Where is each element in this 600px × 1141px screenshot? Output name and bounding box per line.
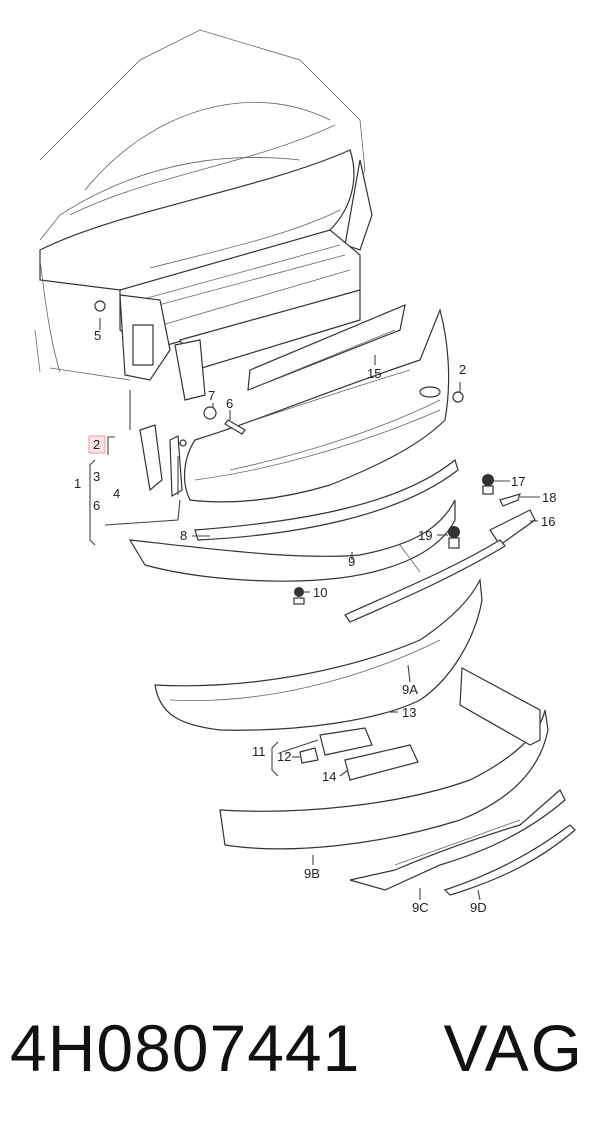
callout-5: 5: [94, 328, 101, 343]
callout-19: 19: [418, 528, 432, 543]
guide-strip: [344, 539, 506, 623]
callout-17: 17: [511, 474, 525, 489]
callout-8: 8: [180, 528, 187, 543]
car-body-rear: [34, 29, 373, 401]
callout-11: 11: [252, 744, 266, 759]
callout-2: 2: [459, 362, 466, 377]
bumper-9b-side: [459, 667, 541, 746]
part-number: 4H0807441: [10, 1011, 361, 1085]
bumper-9a: [154, 577, 483, 731]
side-brackets: [139, 424, 187, 498]
callout-14: 14: [322, 769, 336, 784]
footer: 4H0807441 VAG: [0, 1010, 600, 1100]
callout-9a: 9A: [402, 682, 418, 697]
callout-12: 12: [277, 749, 291, 764]
callout-16: 16: [541, 514, 555, 529]
bumper-9a-line: [169, 639, 441, 701]
callout-9: 9: [348, 554, 355, 569]
callout-3: 3: [93, 469, 100, 484]
strip-9d: [443, 824, 576, 896]
callout-7: 7: [208, 388, 215, 403]
lower-trim-strip: [194, 458, 459, 541]
bumper-cover: [184, 304, 464, 503]
guide-clip: [399, 544, 421, 573]
callout-10: 10: [313, 585, 327, 600]
bracket-18: [499, 493, 521, 507]
callout-6: 6: [226, 396, 233, 411]
diffuser-9c: [349, 789, 566, 891]
callout-15: 15: [367, 366, 381, 381]
brand-label: VAG: [443, 1011, 584, 1085]
bumper-9b: [219, 709, 549, 850]
lower-spoiler: [128, 499, 456, 582]
exhaust-trim: [299, 727, 419, 781]
callouts: 1 2 2 3 4 5 6 6 7 8 9 9A 9B 9C 9D 10 11 …: [74, 328, 556, 915]
fasteners: [203, 406, 494, 605]
callout-highlight-box: [88, 435, 106, 454]
callout-9d: 9D: [470, 900, 487, 915]
callout-18: 18: [542, 490, 556, 505]
callout-2-highlighted: 2: [93, 437, 100, 452]
bracket-16: [489, 509, 536, 546]
leader-lines: [89, 318, 540, 901]
callout-9b: 9B: [304, 866, 320, 881]
diffuser-9c-line: [394, 819, 521, 866]
callout-13: 13: [402, 705, 416, 720]
callout-9c: 9C: [412, 900, 429, 915]
callout-6-left: 6: [93, 498, 100, 513]
callout-1: 1: [74, 476, 81, 491]
callout-4: 4: [113, 486, 120, 501]
